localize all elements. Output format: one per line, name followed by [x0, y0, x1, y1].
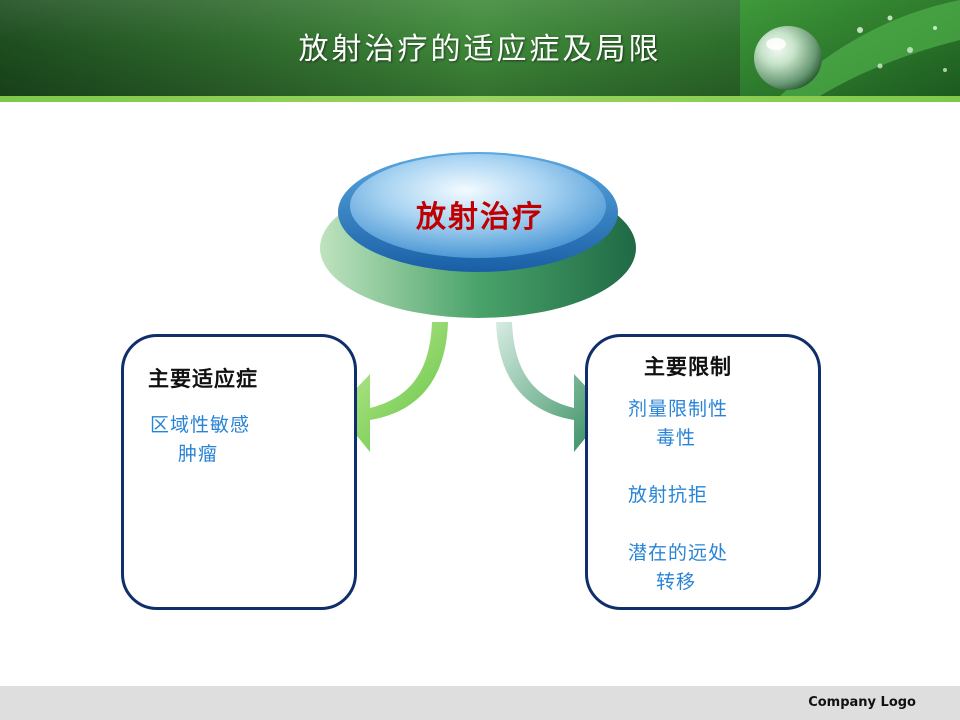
water-drop-leaf-decoration — [740, 0, 960, 96]
header-accent-line — [0, 96, 960, 102]
indication-item: 区域性敏感 — [150, 414, 251, 436]
limitation-item: 毒性 — [656, 427, 697, 449]
limitation-item: 剂量限制性 — [628, 398, 729, 420]
limitation-item: 潜在的远处 — [628, 542, 729, 564]
company-logo-text: Company Logo — [808, 695, 916, 710]
left-curved-arrow — [336, 322, 448, 452]
limitation-item: 转移 — [656, 571, 697, 593]
indications-box: 主要适应症 区域性敏感 肿瘤 — [121, 334, 357, 610]
limitation-item: 放射抗拒 — [628, 484, 709, 506]
center-label: 放射治疗 — [416, 200, 544, 235]
indications-title: 主要适应症 — [148, 366, 258, 391]
limitations-box: 主要限制 剂量限制性 毒性 放射抗拒 潜在的远处 转移 — [585, 334, 821, 610]
indication-item: 肿瘤 — [178, 443, 219, 465]
page-title: 放射治疗的适应症及局限 — [298, 32, 662, 67]
header-banner: 放射治疗的适应症及局限 — [0, 0, 960, 96]
limitations-title: 主要限制 — [644, 354, 732, 379]
right-curved-arrow — [496, 322, 608, 452]
footer-bar: Company Logo — [0, 686, 960, 720]
center-disc — [320, 152, 636, 318]
